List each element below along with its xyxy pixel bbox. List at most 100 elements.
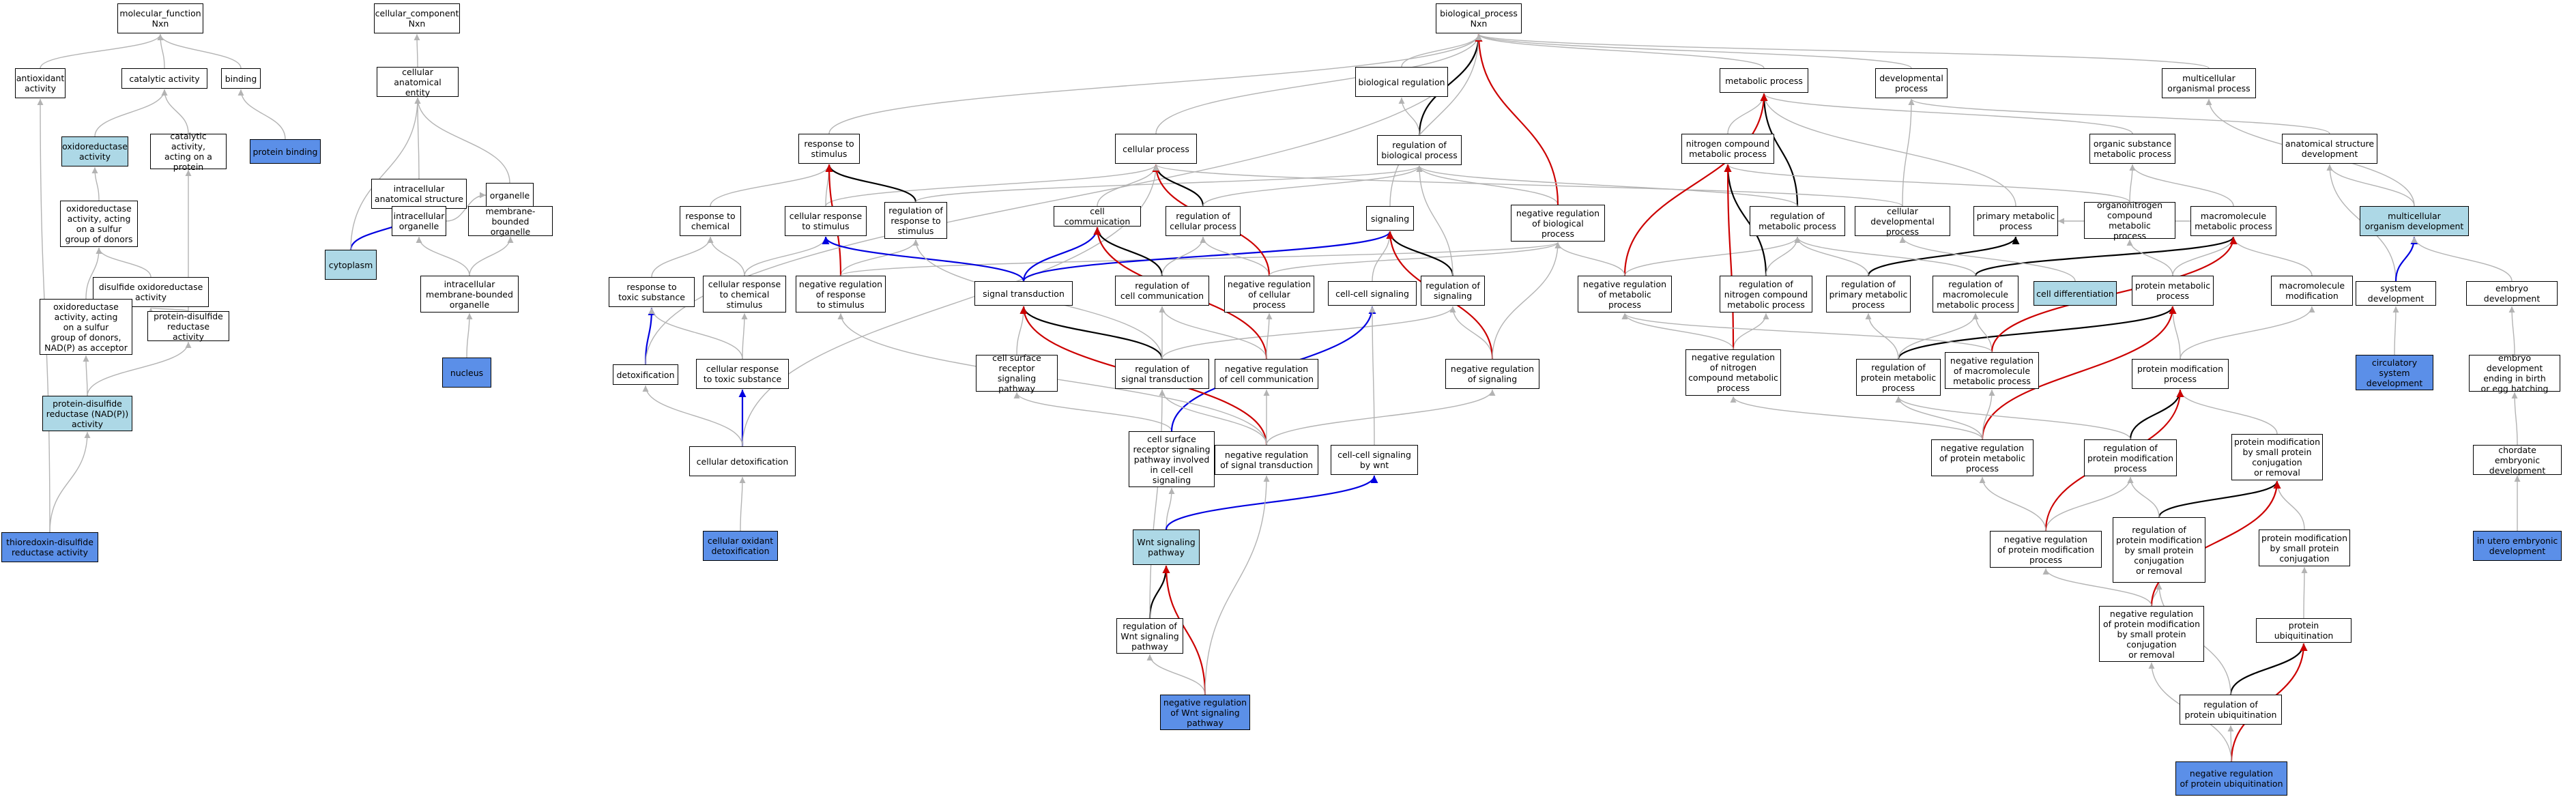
node-neg-reg-signaling[interactable]: negative regulation of signaling xyxy=(1445,359,1539,389)
node-reg-protein-ubiquitination[interactable]: regulation of protein ubiquitination xyxy=(2180,695,2282,725)
node-reg-protein-modification[interactable]: regulation of protein modification proce… xyxy=(2084,439,2177,476)
node-catalytic[interactable]: catalytic activity xyxy=(121,68,207,89)
node-antioxidant[interactable]: antioxidant activity xyxy=(15,68,66,98)
node-membrane-organelle[interactable]: membrane-bounded organelle xyxy=(468,206,553,237)
node-protein-mp[interactable]: protein metabolic process xyxy=(2132,276,2214,306)
node-response-toxic[interactable]: response to toxic substance xyxy=(609,277,695,307)
node-metabolic-process[interactable]: metabolic process xyxy=(1720,68,1808,93)
node-cell-anat-entity[interactable]: cellular anatomical entity xyxy=(377,67,459,98)
node-multicellular-organismal-process[interactable]: multicellular organismal process xyxy=(2162,68,2256,98)
node-reg-protein-mp[interactable]: regulation of protein metabolic process xyxy=(1856,359,1941,396)
node-neg-reg-macromolecule-mp[interactable]: negative regulation of macromolecule met… xyxy=(1945,352,2039,389)
node-in-utero-embryonic-dev[interactable]: in utero embryonic development xyxy=(2473,531,2562,561)
node-reg-cell-communication[interactable]: regulation of cell communication xyxy=(1115,276,1209,306)
node-neg-reg-wnt[interactable]: negative regulation of Wnt signaling pat… xyxy=(1160,695,1250,730)
node-response-chemical[interactable]: response to chemical xyxy=(680,206,741,236)
node-response-stimulus[interactable]: response to stimulus xyxy=(798,134,860,164)
node-cell-communication[interactable]: cell communication xyxy=(1054,206,1141,227)
node-primary-mp[interactable]: primary metabolic process xyxy=(1973,206,2058,236)
node-pdr-activity[interactable]: protein-disulfide reductase activity xyxy=(147,311,229,342)
node-reg-response-stimulus[interactable]: regulation of response to stimulus xyxy=(884,202,947,239)
node-bp[interactable]: biological_process Nxn xyxy=(1436,3,1522,33)
node-neg-reg-protein-modification[interactable]: negative regulation of protein modificat… xyxy=(1990,531,2102,568)
node-neg-reg-signal-transduction[interactable]: negative regulation of signal transducti… xyxy=(1215,445,1318,475)
node-cc[interactable]: cellular_component Nxn xyxy=(374,3,460,33)
node-circulatory-system-dev[interactable]: circulatory system development xyxy=(2356,355,2433,390)
node-catalytic-protein[interactable]: catalytic activity, acting on a protein xyxy=(150,131,227,172)
node-cell-cell-signaling-wnt[interactable]: cell-cell signaling by wnt xyxy=(1331,445,1418,475)
node-wnt-signaling[interactable]: Wnt signaling pathway xyxy=(1133,529,1200,565)
node-neg-reg-cellular-process[interactable]: negative regulation of cellular process xyxy=(1224,276,1314,313)
node-protein-modification-process[interactable]: protein modification process xyxy=(2132,359,2229,389)
node-neg-reg-protein-mp[interactable]: negative regulation of protein metabolic… xyxy=(1931,439,2034,476)
node-intracell-organelle[interactable]: intracellular organelle xyxy=(392,206,446,236)
node-cell-detox[interactable]: cellular detoxification xyxy=(689,446,796,476)
node-disulfide-oxido[interactable]: disulfide oxidoreductase activity xyxy=(93,277,209,307)
node-neg-reg-nitrogen-compound-mp[interactable]: negative regulation of nitrogen compound… xyxy=(1685,349,1781,396)
node-signal-transduction[interactable]: signal transduction xyxy=(974,281,1073,306)
node-chordate-embryonic-dev[interactable]: chordate embryonic development xyxy=(2473,445,2562,476)
node-biological-regulation[interactable]: biological regulation xyxy=(1355,67,1448,97)
node-signaling[interactable]: signaling xyxy=(1366,206,1414,231)
node-label: negative regulation of protein modificat… xyxy=(1997,534,2094,565)
node-embryo-development[interactable]: embryo development xyxy=(2466,281,2558,306)
node-nucleus[interactable]: nucleus xyxy=(442,358,491,388)
node-intracell-anat[interactable]: intracellular anatomical structure xyxy=(371,179,467,209)
node-developmental-process[interactable]: developmental process xyxy=(1875,68,1948,98)
node-thioredoxin[interactable]: thioredoxin-disulfide reductase activity xyxy=(1,532,98,562)
node-cellular-process[interactable]: cellular process xyxy=(1115,134,1197,164)
node-reg-biological-process[interactable]: regulation of biological process xyxy=(1377,135,1462,165)
node-cell-response-chemical[interactable]: cellular response to chemical stimulus xyxy=(703,276,786,313)
node-reg-macromolecule-mp[interactable]: regulation of macromolecule metabolic pr… xyxy=(1933,276,2018,313)
node-csr-cell-cell[interactable]: cell surface receptor signaling pathway … xyxy=(1129,431,1215,487)
node-reg-signal-transduction[interactable]: regulation of signal transduction xyxy=(1115,359,1209,389)
node-cell-response-stimulus[interactable]: cellular response to stimulus xyxy=(785,206,867,236)
node-neg-reg-cell-communication[interactable]: negative regulation of cell communicatio… xyxy=(1215,359,1318,389)
node-binding[interactable]: binding xyxy=(221,68,261,89)
node-neg-reg-response-stimulus[interactable]: negative regulation of response to stimu… xyxy=(796,276,886,313)
node-neg-reg-biological-process[interactable]: negative regulation of biological proces… xyxy=(1511,205,1605,242)
node-multicellular-organism-dev[interactable]: multicellular organism development xyxy=(2360,206,2469,236)
node-detoxification[interactable]: detoxification xyxy=(613,364,678,385)
node-anatomical-structure-dev[interactable]: anatomical structure development xyxy=(2282,134,2377,164)
node-embryo-dev-birth[interactable]: embryo development ending in birth or eg… xyxy=(2469,353,2560,394)
node-cytoplasm[interactable]: cytoplasm xyxy=(325,250,377,280)
node-macromolecule-modification[interactable]: macromolecule modification xyxy=(2271,276,2353,306)
node-protein-ubiquitination[interactable]: protein ubiquitination xyxy=(2256,618,2351,643)
node-nitrogen-compound-mp[interactable]: nitrogen compound metabolic process xyxy=(1681,134,1774,164)
node-oxidoreductase[interactable]: oxidoreductase activity xyxy=(61,136,128,166)
node-mf[interactable]: molecular_function Nxn xyxy=(117,3,203,33)
node-macromolecule-mp[interactable]: macromolecule metabolic process xyxy=(2190,206,2276,236)
node-label: detoxification xyxy=(616,369,675,380)
node-reg-nitrogen-compound-mp[interactable]: regulation of nitrogen compound metaboli… xyxy=(1720,276,1812,313)
node-system-development[interactable]: system development xyxy=(2356,281,2436,306)
node-intracell-membrane-organelle[interactable]: intracellular membrane-bounded organelle xyxy=(420,276,519,313)
node-reg-metabolic-process[interactable]: regulation of metabolic process xyxy=(1750,206,1845,236)
node-oxido-sulfur-nad[interactable]: oxidoreductase activity, acting on a sul… xyxy=(40,299,132,355)
node-cell-differentiation[interactable]: cell differentiation xyxy=(2034,281,2117,306)
node-cellular-developmental[interactable]: cellular developmental process xyxy=(1855,206,1950,237)
node-reg-primary-mp[interactable]: regulation of primary metabolic process xyxy=(1826,276,1911,313)
node-neg-reg-metabolic-process[interactable]: negative regulation of metabolic process xyxy=(1578,276,1672,313)
node-reg-cellular-process[interactable]: regulation of cellular process xyxy=(1166,206,1241,236)
node-cell-oxidant-detox[interactable]: cellular oxidant detoxification xyxy=(703,531,778,561)
node-reg-signaling[interactable]: regulation of signaling xyxy=(1421,276,1485,306)
node-cell-cell-signaling[interactable]: cell-cell signaling xyxy=(1328,281,1417,306)
node-cell-surface-receptor[interactable]: cell surface receptor signaling pathway xyxy=(976,353,1058,394)
node-reg-pm-small-protein[interactable]: regulation of protein modification by sm… xyxy=(2113,517,2205,583)
node-organelle[interactable]: organelle xyxy=(486,183,534,207)
node-pm-small-protein-conjugation[interactable]: protein modification by small protein co… xyxy=(2259,529,2350,566)
node-oxido-sulfur[interactable]: oxidoreductase activity, acting on a sul… xyxy=(60,201,138,247)
node-reg-wnt[interactable]: regulation of Wnt signaling pathway xyxy=(1116,618,1183,654)
edge-is-a xyxy=(85,247,102,300)
node-pdr-nadp[interactable]: protein-disulfide reductase (NAD(P)) act… xyxy=(42,396,132,431)
node-cell-response-toxic[interactable]: cellular response to toxic substance xyxy=(696,359,789,389)
node-organonitrogen-mp[interactable]: organonitrogen compound metabolic proces… xyxy=(2084,200,2175,241)
edge-is-a xyxy=(744,236,829,276)
node-organic-substance-mp[interactable]: organic substance metabolic process xyxy=(2089,134,2175,164)
node-neg-reg-protein-ubiquitination[interactable]: negative regulation of protein ubiquitin… xyxy=(2175,761,2287,796)
node-protein-binding[interactable]: protein binding xyxy=(250,139,321,164)
node-neg-reg-pm-small-protein[interactable]: negative regulation of protein modificat… xyxy=(2099,606,2204,662)
node-pm-small-protein[interactable]: protein modification by small protein co… xyxy=(2231,434,2323,480)
